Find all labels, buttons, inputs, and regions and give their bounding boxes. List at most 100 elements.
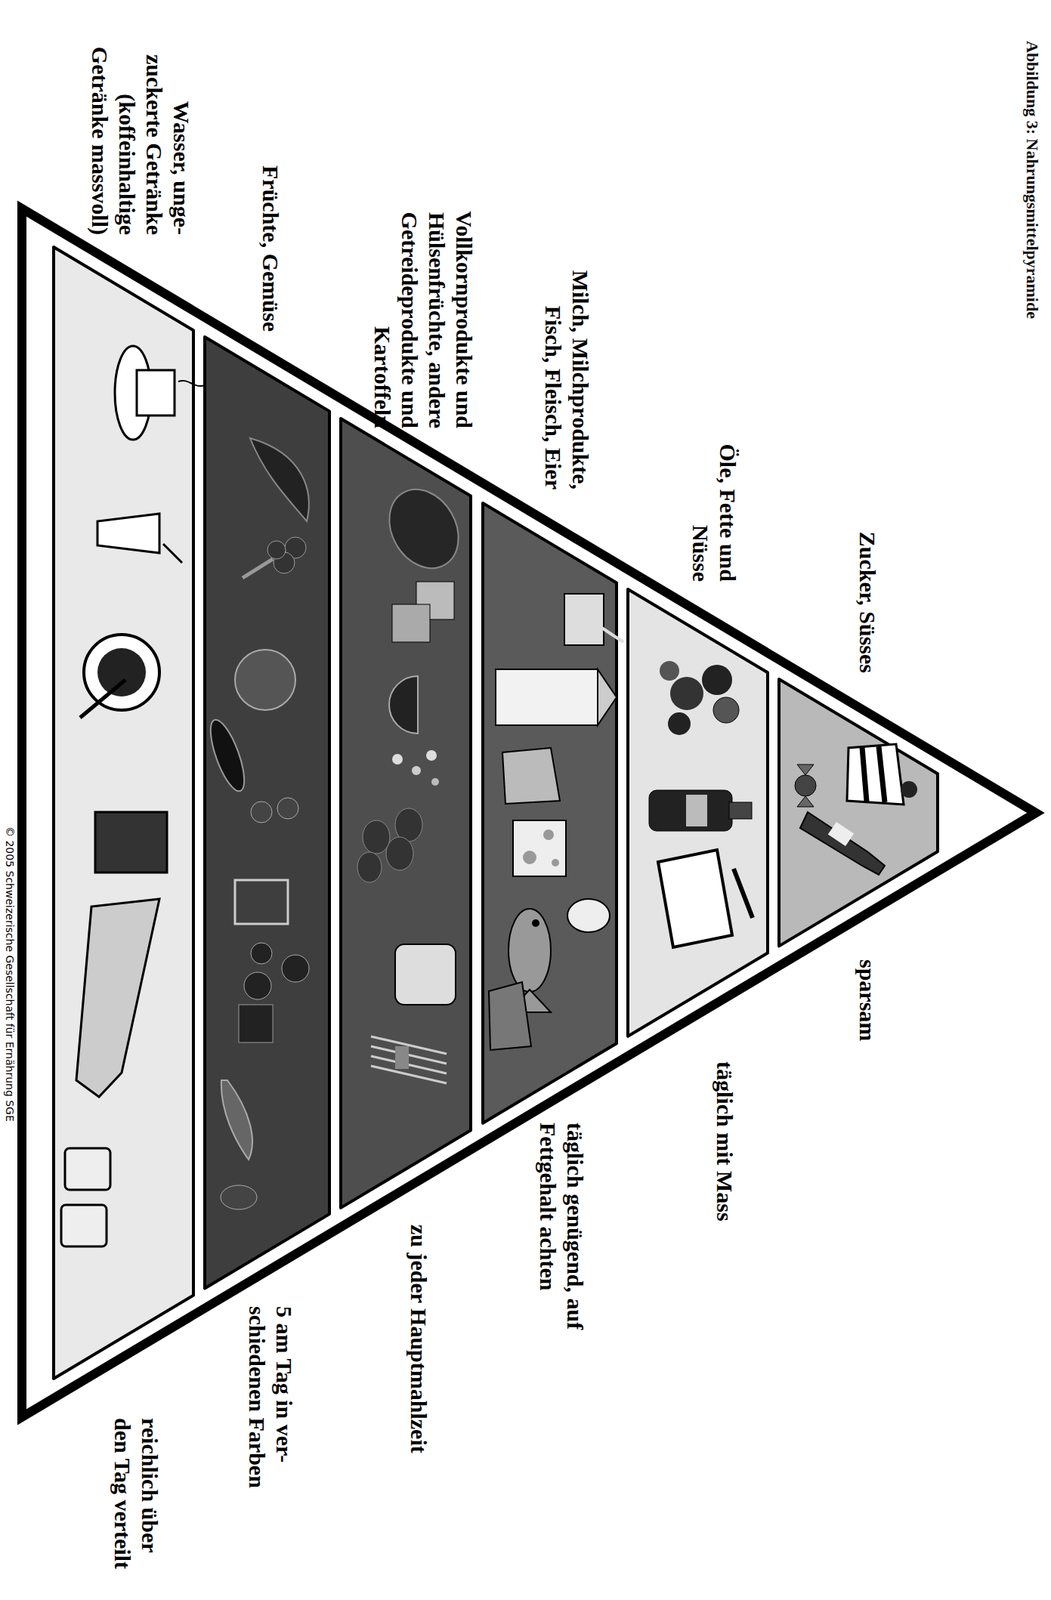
food-group-name: Milch, Milchprodukte, Fisch, Fleisch, Ei… [539,232,594,490]
fats-nuts-icon [733,868,753,919]
band-shape [627,589,768,1037]
drinks-icon [76,899,160,1098]
food-group-band: Öle, Fette und Nüssetäglich mit Mass [627,589,768,1037]
drinks-icon [64,1148,111,1191]
dairy-protein-icon [564,593,604,646]
grain-icon [389,676,418,734]
serving-advice: reichlich über den Tag verteilt [108,1418,164,1585]
band-shape [53,247,194,1379]
sweets-icon [797,764,814,807]
fats-nuts-icon [713,697,739,724]
grain-icon [375,476,473,581]
fruit-vegetable-icon [204,716,251,795]
drinks-icon [80,680,126,718]
grain-icon [395,944,456,1005]
band-fill [53,247,194,1379]
fruit-vegetable-icon [250,438,310,522]
grain-icon [357,476,473,1084]
dairy-protein-icon [600,627,624,643]
fats-nuts-icon [686,794,708,827]
drinks-icon [178,380,205,387]
food-group-band: Milch, Milchprodukte, Fisch, Fleisch, Ei… [482,503,617,1124]
grain-icon [416,581,455,620]
serving-advice: sparsam [853,959,881,1187]
drinks-icon [97,513,160,554]
dairy-protein-icon [488,982,532,1051]
band-fill [627,589,768,1037]
grain-icon [357,852,382,883]
food-group-name: Öle, Fette und Nüsse [686,442,742,582]
fruit-vegetable-icon [250,801,273,823]
food-group-name: Wasser, unge- zuckerte Getränke (koffein… [86,24,195,235]
grain-icon [392,604,430,643]
drinks-icon [61,346,205,1247]
fruit-vegetable-icon [273,552,295,574]
fruit-vegetable-icon [267,540,286,560]
food-group-name: Vollkornprodukte und Hülsenfrüchte, ande… [368,129,478,429]
serving-advice: 5 am Tag in ver- schiedenen Farben [243,1306,298,1541]
band-fill [778,679,938,946]
serving-advice: zu jeder Hauptmahlzeit [404,1224,433,1543]
drinks-icon [136,370,175,416]
food-group-band: Früchte, Gemüse5 am Tag in ver- schieden… [204,336,330,1289]
sweets-icon [900,781,918,798]
grain-icon [395,1046,409,1070]
sweets-icon [800,812,885,875]
band-shape [778,679,938,946]
fruit-vegetable-icon [242,559,273,579]
figure-title: Abbildung 3: Nahrungsmittelpyramide [1022,40,1042,319]
dairy-protein-icon [513,820,566,877]
fats-nuts-icon [667,712,691,736]
fruit-vegetable-icon [238,1004,273,1043]
band-shape [340,418,471,1209]
drinks-icon [97,648,146,697]
fruit-vegetable-icon [281,955,310,983]
fats-nuts-icon [658,850,733,948]
sweets-icon [862,746,885,803]
food-group-name: Früchte, Gemüse [256,105,285,332]
grain-icon [426,750,437,761]
food-group-band: Vollkornprodukte und Hülsenfrüchte, ande… [340,418,471,1209]
fats-nuts-icon [649,661,753,948]
serving-advice: täglich genügend, auf Fettgehalt achten [534,1122,589,1422]
dairy-protein-icon [508,908,551,993]
sweets-icon [828,822,854,847]
copyright-note: © 2005 Schweizerische Gesellschaft für E… [3,823,16,1126]
fruit-vegetable-icon [234,649,296,711]
fats-nuts-icon [649,790,733,832]
drinks-icon [83,634,160,711]
band-fill [482,503,617,1124]
grain-icon [395,808,423,842]
drinks-icon [61,1205,107,1247]
sweets-icon [846,744,904,805]
dairy-protein-icon [508,989,551,1013]
dairy-protein-icon [522,850,537,865]
sweets-icon [794,775,817,797]
food-group-name: Zucker, Süsses [853,446,881,674]
fats-nuts-icon [729,802,752,820]
drinks-icon [114,346,152,440]
dairy-protein-icon [488,593,624,1051]
dairy-protein-icon [502,748,560,804]
band-shape [482,503,617,1124]
fats-nuts-icon [701,664,733,696]
dairy-protein-icon [551,859,560,867]
fruit-vegetable-icon [221,1080,253,1160]
grain-icon [362,820,390,854]
fruit-vegetable-icon [234,880,288,925]
grain-icon [370,1036,447,1084]
band-shape [204,336,330,1289]
fats-nuts-icon [670,676,704,711]
sweets-icon [794,744,918,875]
grain-icon [411,766,421,776]
drinks-icon [95,812,167,873]
fruit-vegetable-icon [250,942,273,965]
drinks-icon [163,544,183,563]
band-fill [204,336,330,1289]
fruit-vegetable-icon [277,797,299,820]
fruit-vegetable-icon [244,972,272,1000]
grain-icon [431,778,439,786]
dairy-protein-icon [543,829,554,841]
